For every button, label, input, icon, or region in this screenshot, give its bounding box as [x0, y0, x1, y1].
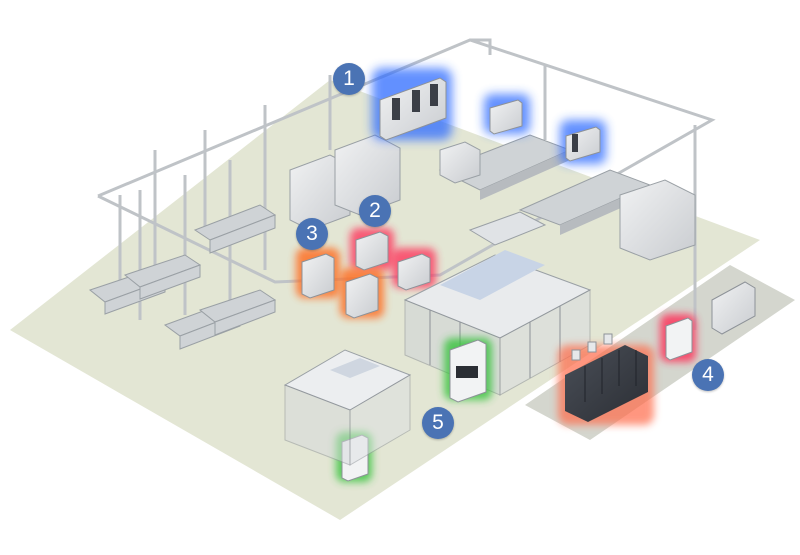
conveyor-area [438, 134, 696, 261]
workbench-rows [88, 204, 277, 350]
clean-booth-small [283, 349, 412, 466]
marker-4: 4 [692, 359, 724, 391]
highlight-group-1 [372, 68, 606, 164]
server-rack-row [558, 281, 756, 425]
highlight-group-3 [296, 228, 436, 319]
marker-3: 3 [296, 218, 328, 250]
marker-2: 2 [359, 195, 391, 227]
marker-5: 5 [422, 407, 454, 439]
marker-1: 1 [333, 63, 365, 95]
